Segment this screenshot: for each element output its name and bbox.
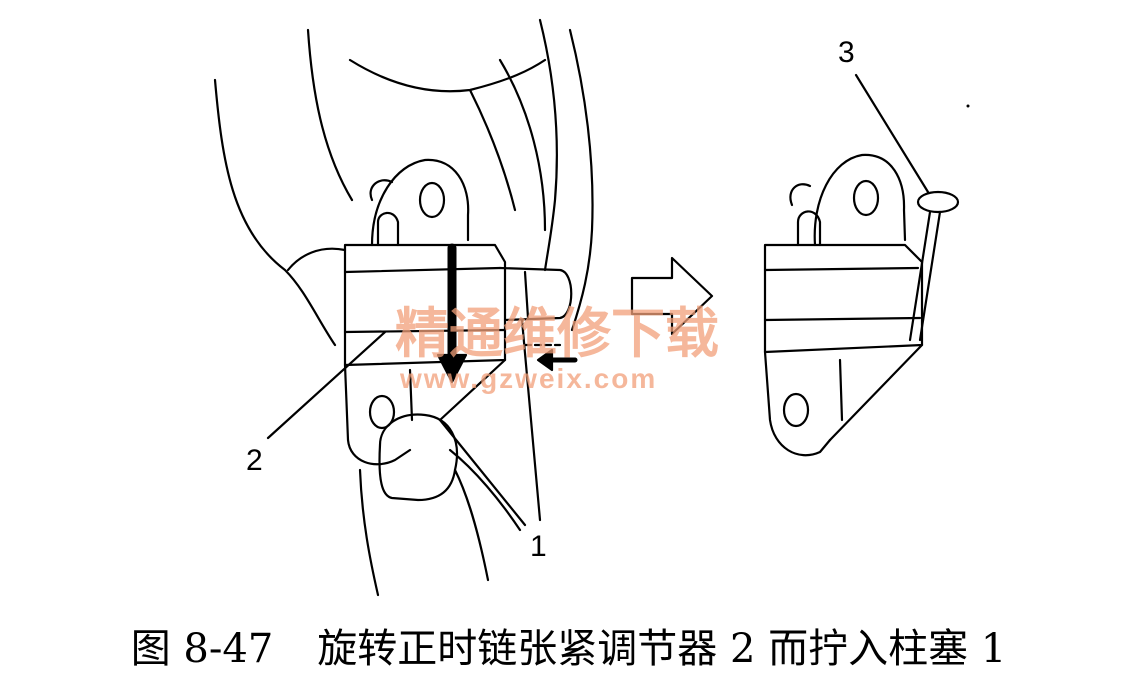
- tensioner-left: [343, 158, 573, 466]
- watermark-text: 精通维修下载: [395, 302, 719, 365]
- diagram-figure: 2 1 3 精通维修下载 www.gzweix.com: [213, 18, 970, 597]
- watermark-url: www.gzweix.com: [399, 363, 657, 394]
- figure-caption-text: 旋转正时链张紧调节器 2 而拧入柱塞 1: [317, 626, 1007, 672]
- callout-tensioner-label: 2: [246, 444, 263, 477]
- figure-number: 图 8-47: [130, 626, 274, 672]
- callout-pin-label: 3: [838, 36, 855, 69]
- transition-arrow: [630, 256, 714, 336]
- rotation-arrow: [436, 243, 468, 384]
- stopper-pin: [908, 190, 960, 342]
- hand-illustration: [213, 18, 594, 597]
- figure-caption: 图 8-47 旋转正时链张紧调节器 2 而拧入柱塞 1: [0, 610, 1137, 680]
- leader-line-pin: [854, 73, 930, 194]
- screw-in-arrow: [523, 343, 578, 372]
- callout-plunger-label: 1: [530, 530, 547, 563]
- leader-lines-left: [266, 318, 542, 527]
- tensioner-right: [763, 153, 924, 457]
